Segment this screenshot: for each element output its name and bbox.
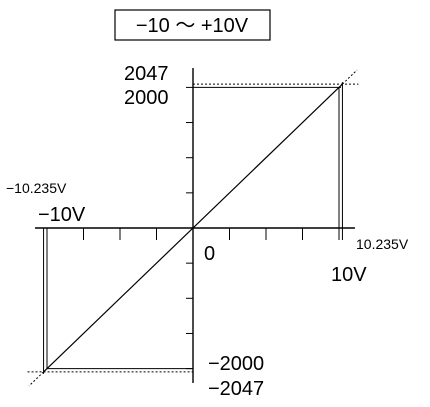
y-max-label: 2047	[124, 63, 169, 85]
x-pos-limit-label: 10.235V	[356, 236, 409, 252]
x-neg-limit-label: −10.235V	[6, 180, 67, 196]
range-label: −10 ～ +10V	[136, 15, 249, 37]
range-label-box	[114, 9, 271, 41]
x-neg-nominal-label: −10V	[38, 204, 86, 226]
extension-dotted-positive	[342, 69, 358, 85]
extension-dotted-negative	[28, 371, 44, 387]
guide-lines	[27, 82, 359, 374]
origin-label: 0	[204, 243, 215, 265]
y-nominal-min-label: −2000	[208, 353, 264, 375]
characteristic-line	[43, 83, 343, 373]
y-nominal-max-label: 2000	[124, 87, 169, 109]
x-pos-nominal-label: 10V	[331, 264, 367, 286]
y-min-label: −2047	[208, 378, 264, 400]
